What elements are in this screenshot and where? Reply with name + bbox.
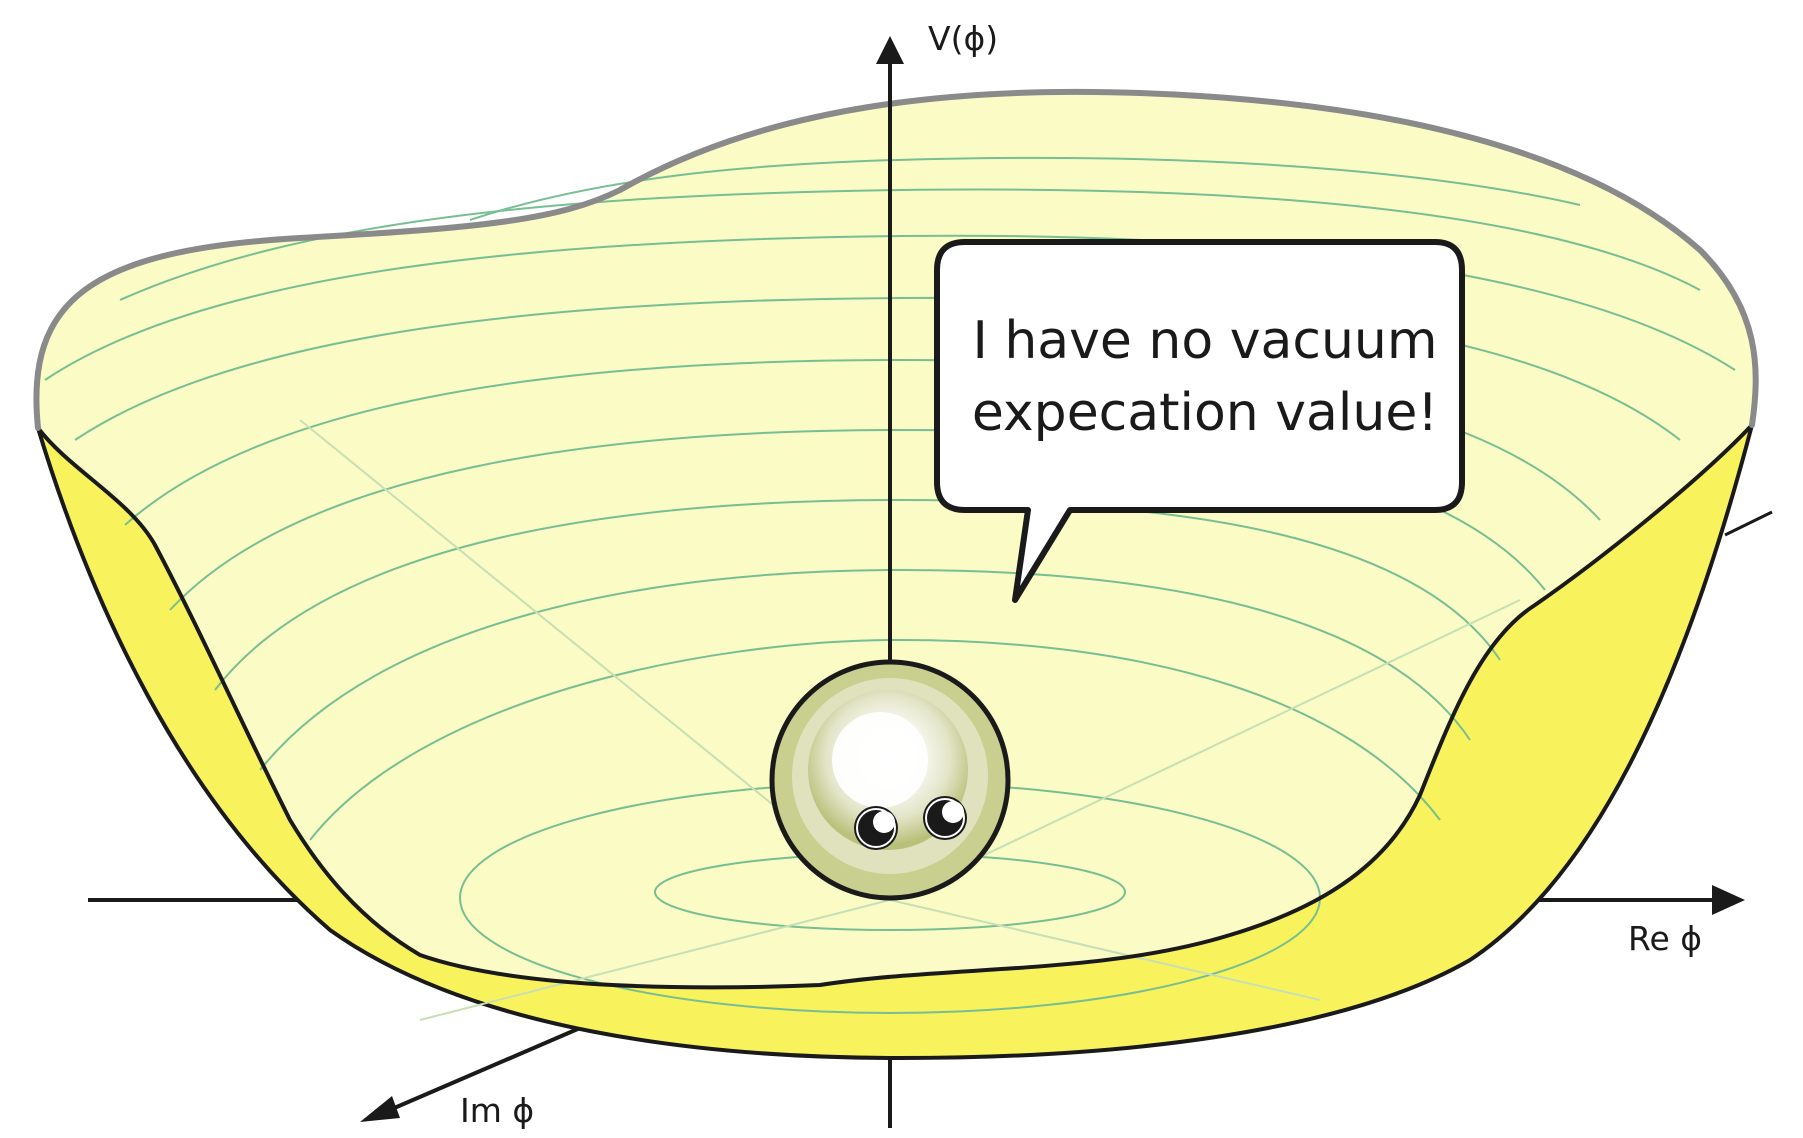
im-axis-line xyxy=(384,1026,581,1114)
axis-tail-right xyxy=(1724,510,1773,537)
re-axis-label: Re ϕ xyxy=(1628,919,1702,958)
speech-line-2: expecation value! xyxy=(972,383,1438,443)
ball-eyes-icon xyxy=(854,796,967,850)
re-axis-arrowhead xyxy=(1712,885,1745,915)
speech-line-1: I have no vacuum xyxy=(972,311,1437,371)
bowl-rim xyxy=(33,88,1759,431)
v-axis-label: V(ϕ) xyxy=(928,19,998,58)
bowl-inner-front-edge xyxy=(36,423,1754,990)
ball-character xyxy=(769,659,1011,901)
im-axis-arrowhead xyxy=(360,1096,400,1122)
v-axis-arrowhead xyxy=(876,36,904,64)
speech-bubble: I have no vacuum expecation value! xyxy=(934,239,1465,603)
im-axis-label: Im ϕ xyxy=(460,1091,534,1130)
